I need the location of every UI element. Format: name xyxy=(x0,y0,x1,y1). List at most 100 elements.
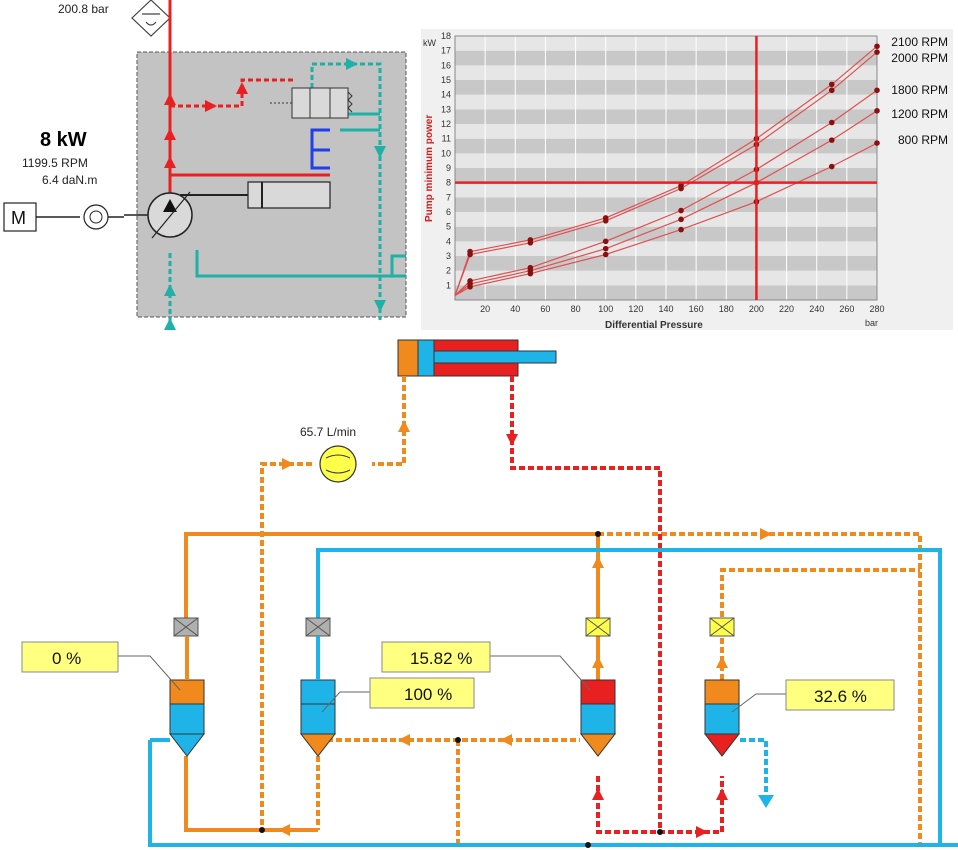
y-tick-label: 7 xyxy=(446,192,451,202)
y-tick-label: 17 xyxy=(441,46,451,56)
operating-point-crosshair xyxy=(455,36,877,300)
return-lines xyxy=(184,376,922,845)
x-tick-label: 280 xyxy=(869,304,884,314)
torque-meter-icon xyxy=(36,204,124,230)
series-line xyxy=(454,51,878,296)
series-line xyxy=(454,142,878,297)
valve-4-icon xyxy=(703,679,741,757)
orifice-icon xyxy=(305,617,331,637)
series-point xyxy=(828,81,835,88)
series-point xyxy=(874,87,880,94)
x-tick-label: 240 xyxy=(809,304,824,314)
series-point xyxy=(467,251,473,258)
displacement-actuator-icon xyxy=(180,181,331,209)
series-point xyxy=(874,43,880,50)
x-tick-label: 120 xyxy=(628,304,643,314)
tank-flow-arrow xyxy=(758,795,774,808)
valve-label-2: 100 % xyxy=(369,677,475,709)
series-point xyxy=(678,216,684,223)
series-point xyxy=(874,49,880,55)
y-tick-label: 1 xyxy=(446,280,451,290)
electric-motor-icon: M xyxy=(3,202,37,232)
series-1 xyxy=(454,43,880,296)
series-2 xyxy=(454,49,880,296)
legend-entry: 1200 RPM xyxy=(891,107,948,121)
series-point xyxy=(602,218,609,224)
orifice-icon xyxy=(585,617,611,637)
y-unit-label: kW xyxy=(423,38,437,48)
valve-label-4: 32.6 % xyxy=(785,679,895,711)
y-axis-title: Pump minimum power xyxy=(424,115,435,222)
series-line xyxy=(454,89,878,297)
legend-entry: 1800 RPM xyxy=(891,83,948,97)
series-point xyxy=(678,226,684,233)
y-tick-label: 2 xyxy=(446,266,451,276)
pressure-readout: 200.8 bar xyxy=(58,2,109,16)
y-tick-label: 5 xyxy=(446,222,451,232)
y-tick-label: 13 xyxy=(441,104,451,114)
legend-entry: 2000 RPM xyxy=(891,51,948,65)
chart-series xyxy=(454,43,880,297)
y-tick-label: 16 xyxy=(441,60,451,70)
valve-label-1: 0 % xyxy=(21,641,119,673)
x-tick-label: 40 xyxy=(510,304,520,314)
x-tick-label: 20 xyxy=(480,304,490,314)
orifice-icon xyxy=(709,617,735,637)
x-tick-label: 200 xyxy=(749,304,764,314)
plot-area-border xyxy=(454,35,878,301)
series-point xyxy=(602,245,609,252)
y-tick-label: 4 xyxy=(446,236,451,246)
pressure-flow-arrows-circuit xyxy=(506,434,728,838)
tank-lines xyxy=(148,548,958,847)
series-point xyxy=(874,140,880,146)
y-tick-label: 8 xyxy=(446,178,451,188)
hydraulic-cylinder-icon xyxy=(397,339,557,377)
valve-1-icon xyxy=(168,636,206,757)
x-tick-label: 140 xyxy=(658,304,673,314)
series-point xyxy=(602,251,609,258)
series-point xyxy=(527,240,534,246)
y-tick-label: 18 xyxy=(441,31,451,41)
valve-label-4-text: 32.6 % xyxy=(814,687,867,706)
pump-panel: 200.8 bar xyxy=(3,0,407,330)
valve-label-2-text: 100 % xyxy=(404,685,452,704)
pilot-line xyxy=(310,128,330,170)
relief-valve-icon xyxy=(270,87,353,119)
junction-dots xyxy=(259,531,663,848)
series-point xyxy=(828,119,835,126)
valve-label-3-text: 15.82 % xyxy=(410,649,472,668)
pressure-lines xyxy=(510,376,724,834)
series-point xyxy=(467,284,473,290)
series-point xyxy=(678,185,684,192)
series-point xyxy=(828,137,835,143)
x-tick-label: 220 xyxy=(779,304,794,314)
series-point xyxy=(874,108,880,114)
legend-entry: 800 RPM xyxy=(898,133,948,147)
series-line xyxy=(454,110,878,297)
y-tick-label: 14 xyxy=(441,90,451,100)
x-axis-title: Differential Pressure xyxy=(605,320,703,331)
flow-meter-icon xyxy=(319,445,357,483)
pressure-switch-icon xyxy=(131,0,171,37)
x-tick-label: 100 xyxy=(598,304,613,314)
series-point xyxy=(828,87,835,94)
x-unit-label: bar xyxy=(865,318,878,328)
x-tick-label: 160 xyxy=(689,304,704,314)
power-readout: 8 kW xyxy=(40,129,87,151)
motor-symbol: M xyxy=(11,208,26,228)
valve-2-icon xyxy=(299,636,337,757)
x-tick-label: 180 xyxy=(719,304,734,314)
y-tick-label: 12 xyxy=(441,119,451,129)
label-leaders xyxy=(118,655,786,713)
orifice-icons xyxy=(173,617,735,637)
y-tick-label: 15 xyxy=(441,75,451,85)
speed-readout: 1199.5 RPM xyxy=(22,156,88,170)
x-tick-label: 60 xyxy=(540,304,550,314)
valve-label-1-text: 0 % xyxy=(52,649,81,668)
y-tick-label: 3 xyxy=(446,251,451,261)
